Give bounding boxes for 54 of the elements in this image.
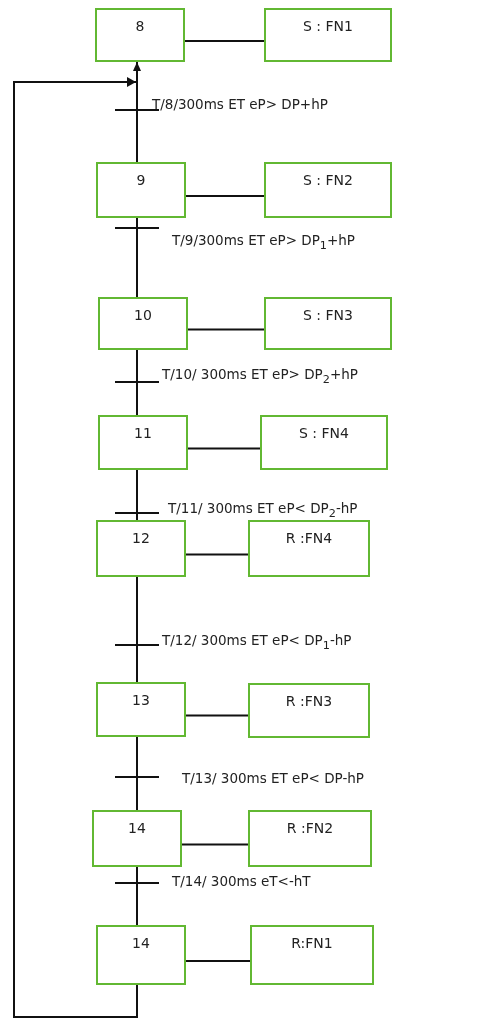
- step-box: [96, 520, 186, 577]
- step-box: [96, 162, 186, 218]
- connector-line: [185, 195, 265, 197]
- action-text: R :FN2: [286, 820, 334, 836]
- transition-condition: T/14/ 300ms eT<-hT: [172, 873, 311, 889]
- step-number: 10: [134, 307, 152, 323]
- step-box: [98, 415, 188, 470]
- action-text: S : FN4: [299, 425, 349, 441]
- connector-line: [136, 217, 138, 298]
- step-box: [98, 297, 188, 350]
- transition-condition: T/8/300ms ET eP> DP+hP: [152, 96, 328, 112]
- step-box: [95, 8, 185, 62]
- step-box: [92, 810, 182, 867]
- loop-back-arrow: [13, 61, 141, 1018]
- action-box: [248, 683, 370, 738]
- connector-line: [136, 469, 138, 521]
- action-box: [248, 520, 370, 577]
- step-number: 12: [132, 530, 150, 546]
- connector-line: [136, 576, 138, 683]
- connector-line: [185, 960, 251, 962]
- action-box: [250, 925, 374, 985]
- step-number: 14: [132, 935, 150, 951]
- action-box: [248, 810, 372, 867]
- step-box: [96, 682, 186, 737]
- connector-line: [185, 714, 249, 717]
- connector-line: [187, 328, 265, 331]
- connector-line: [184, 40, 265, 42]
- action-text: S : FN1: [303, 18, 353, 34]
- step-number: 9: [136, 172, 146, 188]
- action-box: [264, 297, 392, 350]
- transition-condition: T/11/ 300ms ET eP< DP$_{2}$-hP: [168, 500, 358, 522]
- connector-line: [185, 553, 249, 556]
- step-number: 13: [132, 692, 150, 708]
- action-text: R :FN3: [285, 693, 333, 709]
- connector-line: [136, 866, 138, 926]
- action-box: [260, 415, 388, 470]
- connector-line: [136, 349, 138, 416]
- connector-line: [136, 736, 138, 811]
- transition-condition: T/10/ 300ms ET eP> DP$_{2}$+hP: [162, 366, 358, 388]
- action-box: [264, 162, 392, 218]
- step-number: 8: [135, 18, 145, 34]
- step-number: 11: [134, 425, 152, 441]
- connector-line: [187, 447, 261, 450]
- action-text: R:FN1: [291, 935, 333, 951]
- action-text: S : FN2: [303, 172, 353, 188]
- action-text: R :FN4: [285, 530, 333, 546]
- transition-condition: T/12/ 300ms ET eP< DP$_{1}$-hP: [162, 632, 352, 654]
- transition-condition: T/9/300ms ET eP> DP$_{1}$+hP: [172, 232, 355, 254]
- step-box: [96, 925, 186, 985]
- transition-condition: T/13/ 300ms ET eP< DP-hP: [182, 770, 364, 786]
- connector-line: [181, 843, 249, 846]
- action-box: [264, 8, 392, 62]
- action-text: S : FN3: [303, 307, 353, 323]
- step-number: 14: [128, 820, 146, 836]
